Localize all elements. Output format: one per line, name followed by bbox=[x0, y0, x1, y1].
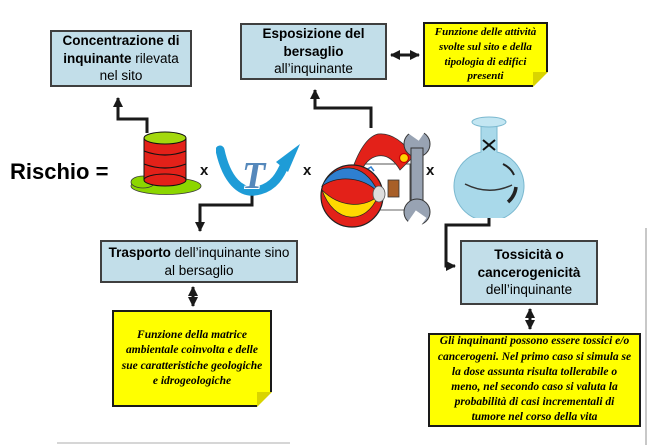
flask-shine-bottom bbox=[506, 186, 518, 204]
wrench-icon bbox=[403, 124, 431, 230]
activities-note: Funzione delle attività svolte sul sito … bbox=[423, 22, 548, 87]
concentration-box-text: Concentrazione di inquinante rilevata ne… bbox=[62, 32, 180, 84]
exposure-box: Esposizione del bersaglio all’inquinante bbox=[240, 23, 387, 80]
matrix-note: Funzione della matrice ambientale coinvo… bbox=[112, 310, 272, 407]
flask-liquid-line bbox=[464, 183, 513, 191]
pollutant-barrel-icon bbox=[130, 131, 202, 195]
toxic-flask-icon bbox=[453, 116, 525, 218]
flask-rim bbox=[471, 116, 507, 128]
swoosh-arrowhead bbox=[276, 144, 300, 172]
transport-box: Trasporto dell’inquinante sino al bersag… bbox=[100, 240, 298, 283]
exposure-box-text: Esposizione del bersaglio all’inquinante bbox=[262, 25, 365, 77]
transport-swoosh-icon: T bbox=[216, 144, 300, 198]
house-lamp bbox=[398, 152, 410, 164]
toxic-note: Gli inquinanti possono essere tossici e/… bbox=[428, 333, 641, 427]
barrel-body bbox=[143, 131, 187, 187]
risk-formula-label: Rischio = bbox=[10, 159, 109, 184]
times-operator-2: x bbox=[303, 162, 312, 179]
flask-body bbox=[453, 121, 525, 218]
ball-pole-patch bbox=[372, 185, 386, 203]
times-operator-1: x bbox=[200, 162, 209, 179]
toxicity-box-text: Tossicità o cancerogenicità dell’inquina… bbox=[477, 246, 581, 298]
beach-ball-icon bbox=[320, 164, 386, 228]
arrow-house-to-exposure bbox=[310, 89, 373, 128]
house-door bbox=[387, 179, 400, 198]
flask-x-mark bbox=[482, 139, 496, 151]
concentration-box: Concentrazione di inquinante rilevata ne… bbox=[50, 30, 192, 87]
t-letter: T bbox=[242, 155, 267, 197]
times-operator-3: x bbox=[426, 162, 435, 179]
house-roof bbox=[349, 133, 415, 179]
barrel-lid bbox=[143, 131, 187, 145]
flask-shine-top bbox=[502, 163, 515, 176]
swoosh-curve bbox=[216, 145, 291, 196]
transport-box-text: Trasporto dell’inquinante sino al bersag… bbox=[108, 244, 290, 278]
toxicity-box: Tossicità o cancerogenicità dell’inquina… bbox=[460, 240, 598, 305]
house-beachball-wrench-icon bbox=[320, 124, 431, 230]
